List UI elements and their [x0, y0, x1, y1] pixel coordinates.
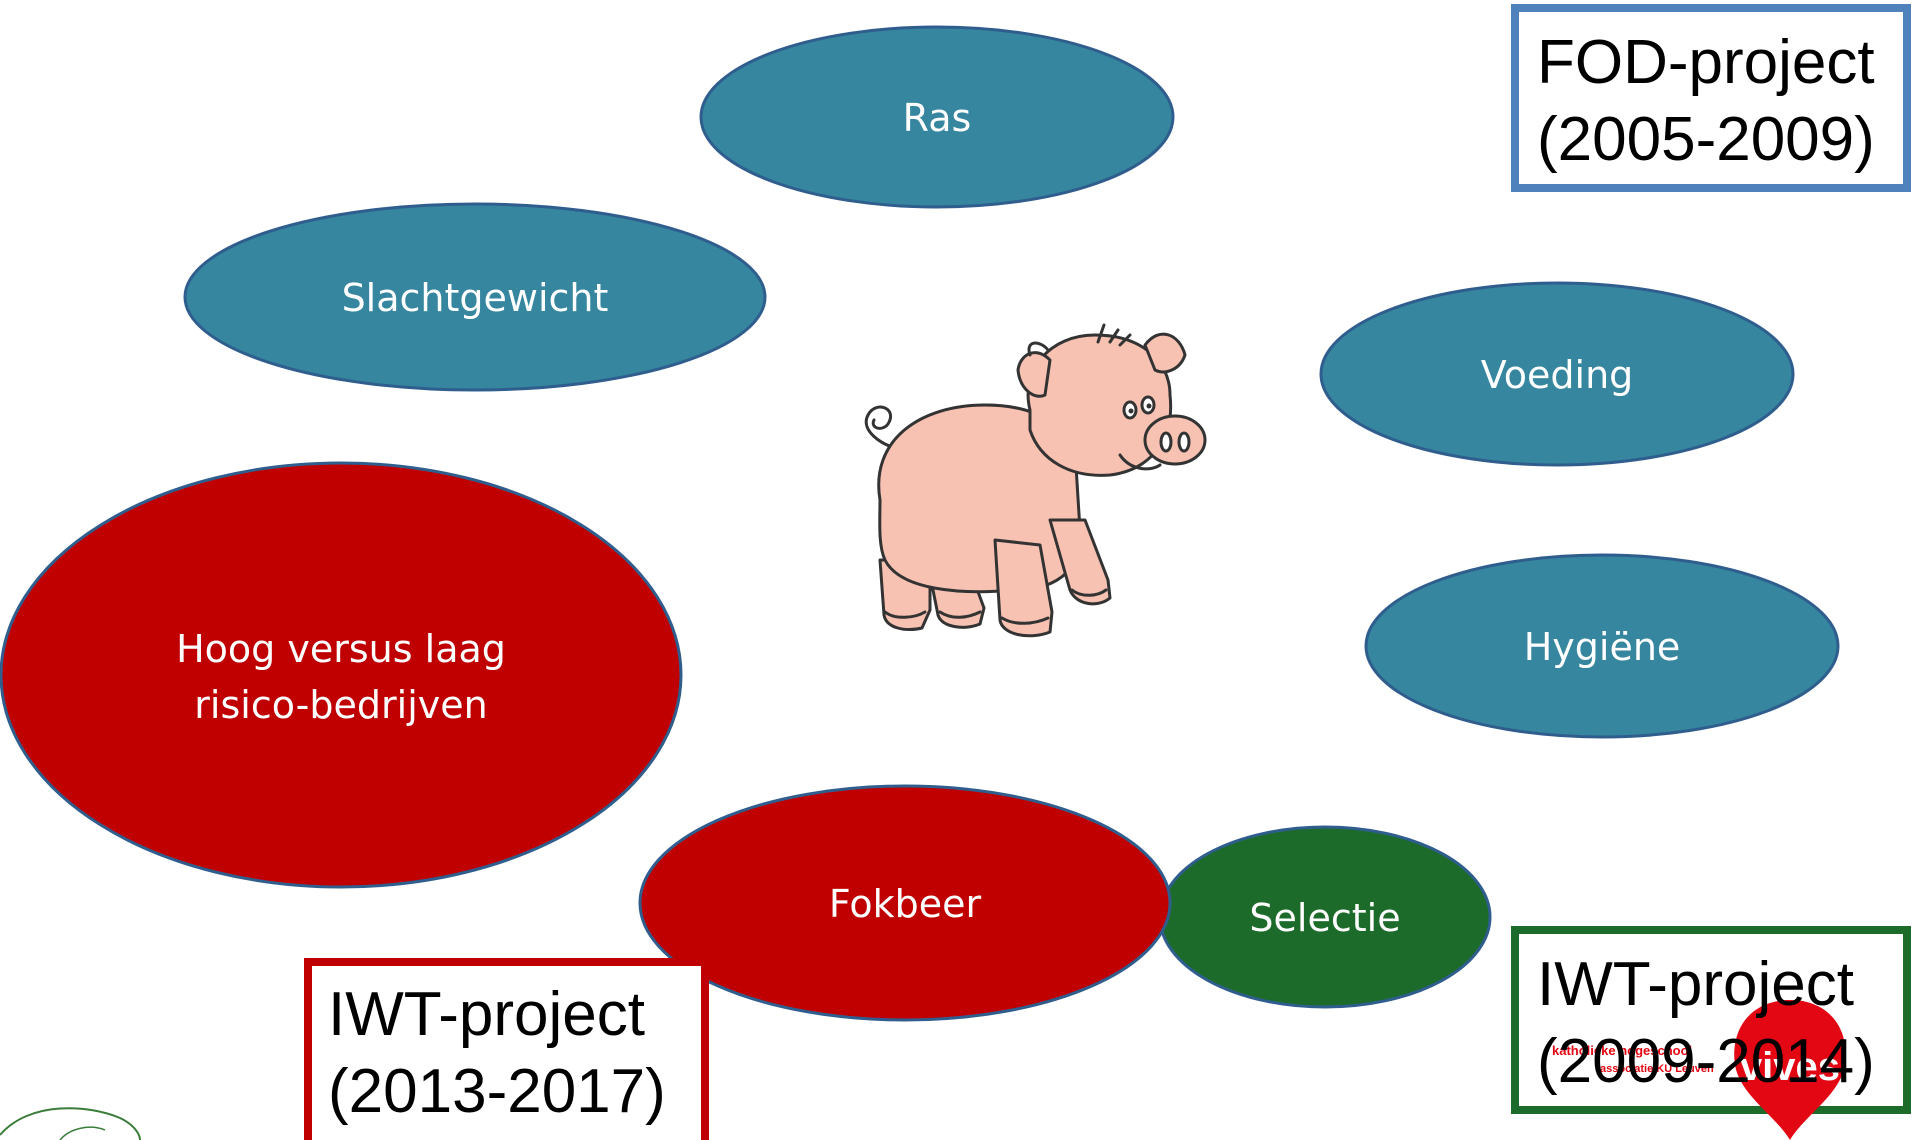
node-hygiene-label: Hygiëne	[1524, 625, 1681, 669]
project-fod-title: FOD-project	[1537, 28, 1875, 97]
vives-line1: katholieke hogeschool	[1552, 1043, 1692, 1058]
project-box-fod: FOD-project (2005-2009)	[1511, 4, 1911, 192]
node-slachtgewicht: Slachtgewicht	[183, 202, 767, 392]
pig-icon	[864, 323, 1207, 638]
project-fod-years: (2005-2009)	[1537, 105, 1875, 174]
vives-brand: vives	[1740, 1045, 1840, 1089]
node-fokbeer-label: Fokbeer	[829, 882, 982, 926]
project-box-iwt-red: IWT-project (2013-2017)	[304, 958, 709, 1140]
vives-logo: vives katholieke hogeschool associatie K…	[1552, 1000, 1846, 1140]
node-selectie-label: Selectie	[1249, 896, 1400, 940]
node-ras: Ras	[699, 25, 1175, 209]
node-ras-label: Ras	[903, 96, 972, 140]
node-voeding-label: Voeding	[1481, 353, 1634, 397]
node-voeding: Voeding	[1319, 281, 1795, 467]
project-iwt-red-title: IWT-project	[328, 980, 645, 1049]
leaf-icon	[0, 1107, 141, 1140]
node-hygiene: Hygiëne	[1364, 553, 1840, 739]
project-iwt-green-years: (2009-2014)	[1537, 1027, 1875, 1096]
node-hoog-laag-line2: risico-bedrijven	[194, 683, 487, 727]
vives-line2: associatie KU Leuven	[1600, 1063, 1714, 1075]
project-iwt-red-years: (2013-2017)	[328, 1057, 666, 1126]
node-hoog-laag-line1: Hoog versus laag	[176, 627, 506, 671]
node-hoog-laag: Hoog versus laag risico-bedrijven	[0, 461, 683, 889]
node-slachtgewicht-label: Slachtgewicht	[342, 276, 609, 320]
node-fokbeer: Fokbeer	[638, 784, 1172, 1022]
project-box-iwt-green: vives katholieke hogeschool associatie K…	[1511, 926, 1911, 1140]
leaf-vein-icon	[59, 1126, 106, 1140]
node-selectie: Selectie	[1158, 825, 1492, 1009]
project-iwt-green-title: IWT-project	[1537, 950, 1854, 1019]
